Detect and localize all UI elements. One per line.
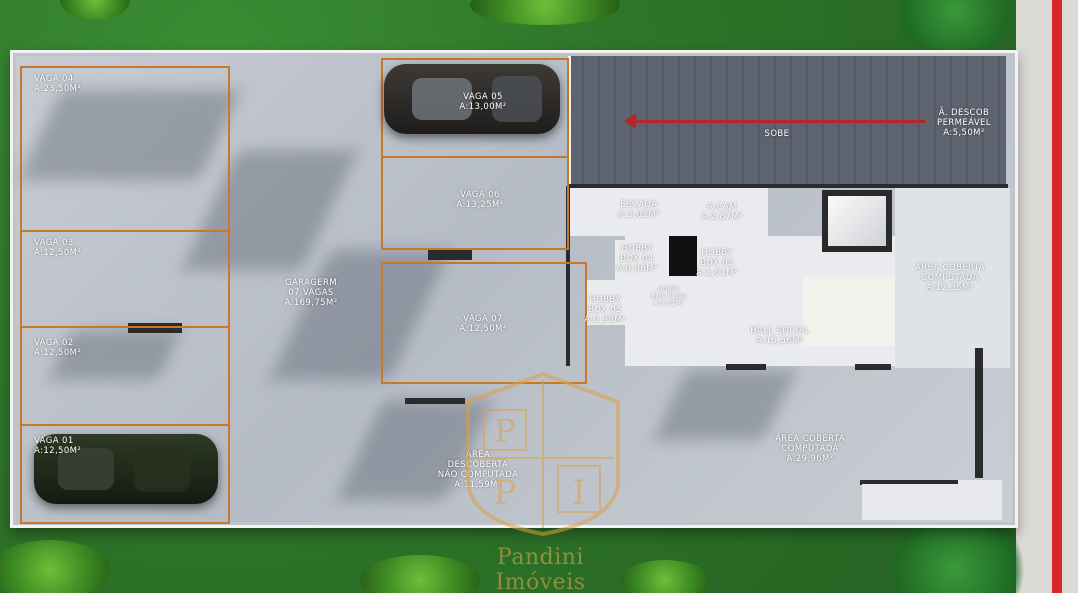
wall <box>726 364 766 370</box>
parking-vaga-05 <box>381 58 569 158</box>
watermark-text: Pandini Imóveis <box>495 545 586 593</box>
wall <box>566 186 570 366</box>
watermark-logo: P I P <box>466 371 620 536</box>
watermark-letter-i: I <box>572 473 585 513</box>
wall <box>405 398 465 404</box>
wall <box>855 364 891 370</box>
parking-vaga-03 <box>20 228 230 328</box>
wall <box>860 480 958 485</box>
car-vaga-05 <box>384 64 560 134</box>
shrub-top-center <box>470 0 620 25</box>
hobby-box-03 <box>697 240 737 280</box>
parking-vaga-02 <box>20 326 230 426</box>
hobby-box-04 <box>615 240 669 280</box>
parking-vaga-01 <box>20 424 230 524</box>
hobby-box-05 <box>586 280 626 325</box>
wall <box>428 250 472 260</box>
watermark-letter-p: P <box>494 412 516 450</box>
label-sobe: SOBE <box>764 129 790 139</box>
elevator-shaft <box>669 236 697 276</box>
car-vaga-01 <box>34 434 218 504</box>
hobby-box-01-02 <box>648 282 690 316</box>
red-curb <box>1052 0 1062 593</box>
wall <box>975 348 983 478</box>
watermark-letter-p-bottom: P <box>494 473 517 513</box>
palm-tree-top-right <box>880 0 1030 50</box>
wall <box>862 484 958 520</box>
palm-tree-bottom-right <box>870 525 1040 593</box>
skylight <box>822 190 892 252</box>
covered-area-right <box>895 188 1010 368</box>
cam-area <box>668 188 768 236</box>
parking-vaga-06 <box>381 154 569 250</box>
lounge-rug <box>803 276 895 346</box>
stair-area <box>570 188 668 236</box>
shrub-bottom-center <box>360 555 480 593</box>
wall <box>568 56 571 186</box>
parking-vaga-04 <box>20 66 230 232</box>
wall <box>128 323 182 333</box>
wall <box>568 184 1008 188</box>
parking-vaga-07 <box>381 262 587 384</box>
shrub-bottom-mid <box>620 560 710 593</box>
ramp-arrow-left-icon <box>624 113 636 129</box>
shrub-bottom-left <box>0 540 110 593</box>
ramp-arrow-shaft <box>630 120 925 123</box>
wall <box>958 480 1002 520</box>
shrub-top-left <box>60 0 130 20</box>
sidewalk <box>1016 0 1078 593</box>
